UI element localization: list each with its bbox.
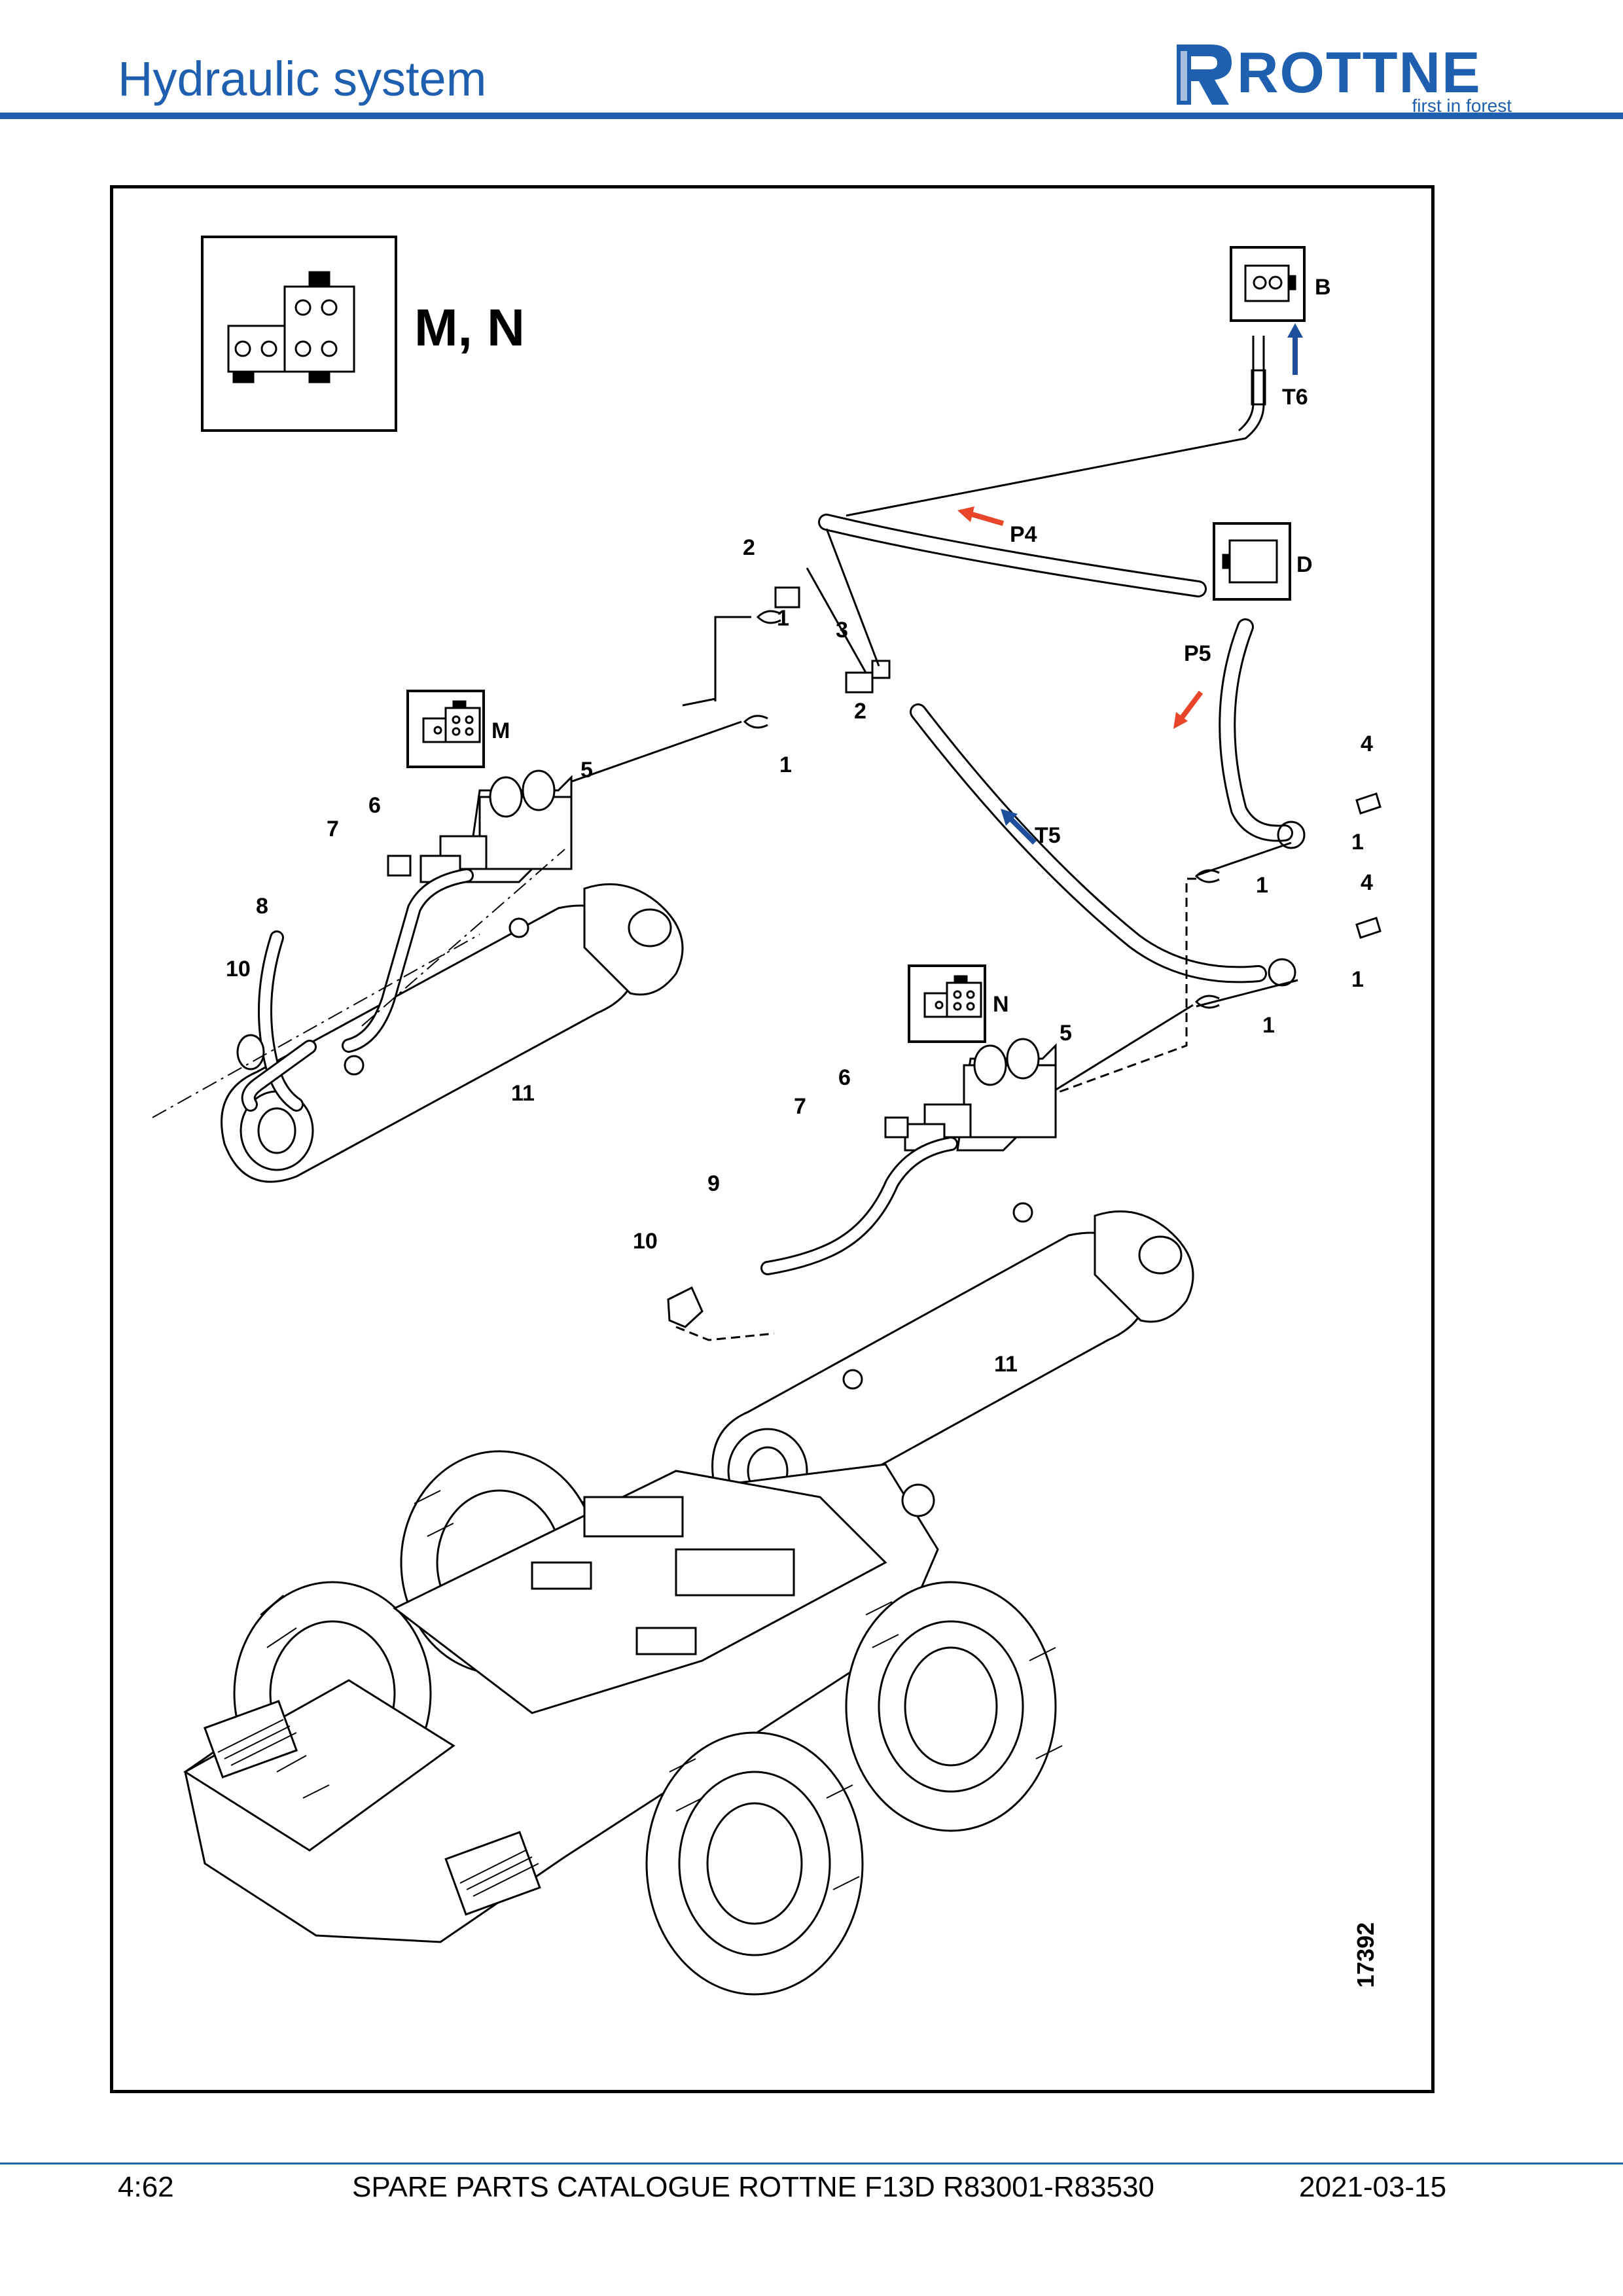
callout-10: 10 [226, 957, 251, 981]
flow-arrow-t6 [1287, 323, 1303, 375]
page-number: 4:62 [118, 2171, 174, 2203]
callout-7: 7 [327, 817, 339, 841]
parts-diagram-frame: M, N B D M N T6 P4 P5 T5 1 1 1 1 1 1 2 2… [110, 185, 1435, 2093]
callout-8: 8 [256, 894, 268, 919]
callout-7: 7 [794, 1094, 806, 1119]
callout-3: 3 [836, 618, 848, 643]
flow-arrow-t5 [1001, 809, 1037, 845]
callout-11: 11 [511, 1081, 535, 1106]
page-title: Hydraulic system [118, 52, 487, 106]
connector-label-b: B [1315, 275, 1331, 300]
rottne-logo: ROTTNE first in forest [1171, 38, 1512, 116]
callout-2: 2 [743, 535, 755, 560]
logo-tagline: first in forest [1412, 96, 1512, 116]
callout-1: 1 [777, 606, 789, 631]
connector-label-d: D [1296, 552, 1313, 577]
flow-arrow-p5 [1173, 690, 1204, 729]
flow-label-t6: T6 [1282, 385, 1308, 410]
callout-1: 1 [779, 752, 792, 777]
connector-label-mn: M, N [414, 298, 525, 357]
callout-9: 9 [707, 1171, 720, 1196]
parts-diagram: M, N B D M N T6 P4 P5 T5 1 1 1 1 1 1 2 2… [152, 236, 1382, 1996]
callout-1: 1 [1351, 830, 1364, 855]
callout-10: 10 [633, 1229, 658, 1254]
header-divider [0, 113, 1623, 119]
drawing-number: 17392 [1352, 1922, 1379, 1988]
callout-11: 11 [994, 1352, 1018, 1377]
callout-4: 4 [1361, 732, 1373, 756]
footer-divider [0, 2163, 1623, 2164]
flow-label-t5: T5 [1035, 823, 1061, 848]
callout-6: 6 [368, 793, 381, 818]
connector-label-n: N [993, 992, 1009, 1017]
flow-label-p4: P4 [1010, 522, 1037, 547]
callout-4: 4 [1361, 870, 1373, 895]
callout-2: 2 [854, 699, 866, 724]
catalogue-date: 2021-03-15 [1299, 2171, 1447, 2203]
callout-6: 6 [838, 1065, 851, 1090]
callout-5: 5 [1060, 1021, 1072, 1046]
logo-wordmark: ROTTNE [1237, 40, 1482, 105]
flow-label-p5: P5 [1184, 641, 1211, 666]
callout-1: 1 [1256, 873, 1268, 898]
callout-1: 1 [1262, 1013, 1275, 1038]
rottne-logo-mark [1177, 44, 1232, 105]
flow-arrow-p4 [957, 506, 1005, 526]
callout-1: 1 [1351, 967, 1364, 992]
callout-5: 5 [580, 758, 593, 783]
catalogue-title: SPARE PARTS CATALOGUE ROTTNE F13D R83001… [352, 2171, 1154, 2203]
connector-label-m: M [491, 718, 510, 743]
